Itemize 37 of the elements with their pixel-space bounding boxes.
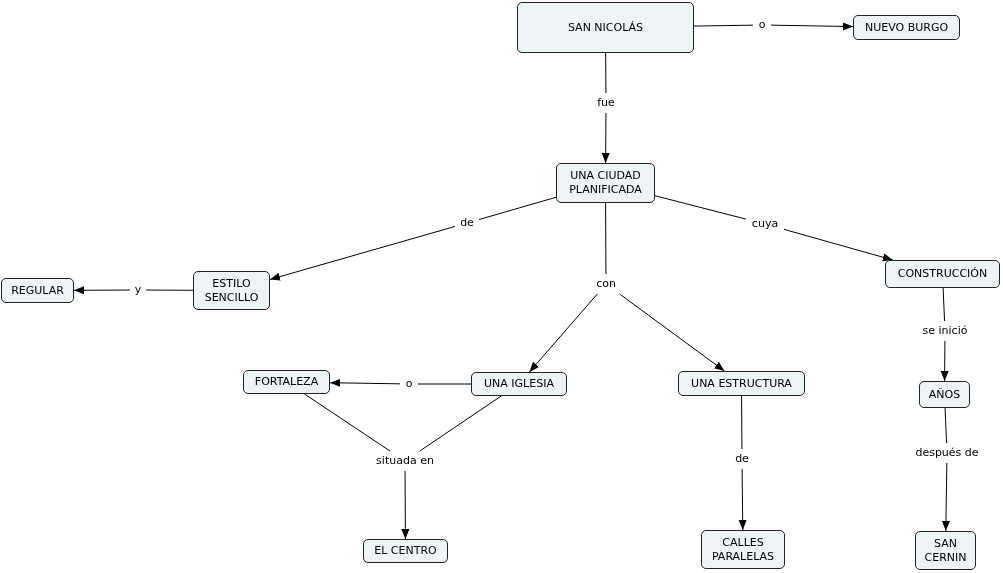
concept-box: AÑOS <box>919 381 970 408</box>
arrow <box>329 378 401 387</box>
connector-line <box>478 196 557 221</box>
connector-line <box>419 395 502 452</box>
concept-box: FORTALEZA <box>243 370 330 394</box>
concept-box: NUEVO BURGO <box>853 15 960 40</box>
connector-line <box>693 24 754 27</box>
arrow <box>738 468 747 531</box>
arrow <box>269 225 456 281</box>
concept-box: EL CENTRO <box>363 539 448 563</box>
arrow <box>73 286 131 295</box>
concept-box: REGULAR <box>1 278 74 303</box>
connector-line <box>304 393 391 452</box>
arrow <box>619 293 725 372</box>
connector-line <box>417 383 472 385</box>
concept-box: UNA ESTRUCTURA <box>678 371 805 396</box>
arrow <box>940 340 949 382</box>
concept-box: CALLES PARALELAS <box>701 530 785 569</box>
arrow <box>401 470 410 540</box>
connector-line <box>741 395 743 450</box>
concept-box: UNA CIUDAD PLANIFICADA <box>556 163 655 203</box>
connector-line <box>145 289 194 291</box>
concept-box: SAN NICOLÁS <box>517 2 694 53</box>
arrow <box>528 293 598 373</box>
connector-line <box>944 407 948 444</box>
arrow <box>770 22 854 31</box>
arrow <box>783 228 894 262</box>
arrow <box>941 462 950 532</box>
concept-box: UNA IGLESIA <box>471 372 567 396</box>
concept-box: CONSTRUCCIÓN <box>885 260 1000 288</box>
concept-box: ESTILO SENCILLO <box>193 271 270 310</box>
connector-line <box>654 195 747 220</box>
connector-line <box>605 52 607 94</box>
concept-box: SAN CERNIN <box>915 531 976 570</box>
connector-line <box>942 287 946 322</box>
arrow <box>601 112 610 164</box>
connector-line <box>605 202 607 275</box>
